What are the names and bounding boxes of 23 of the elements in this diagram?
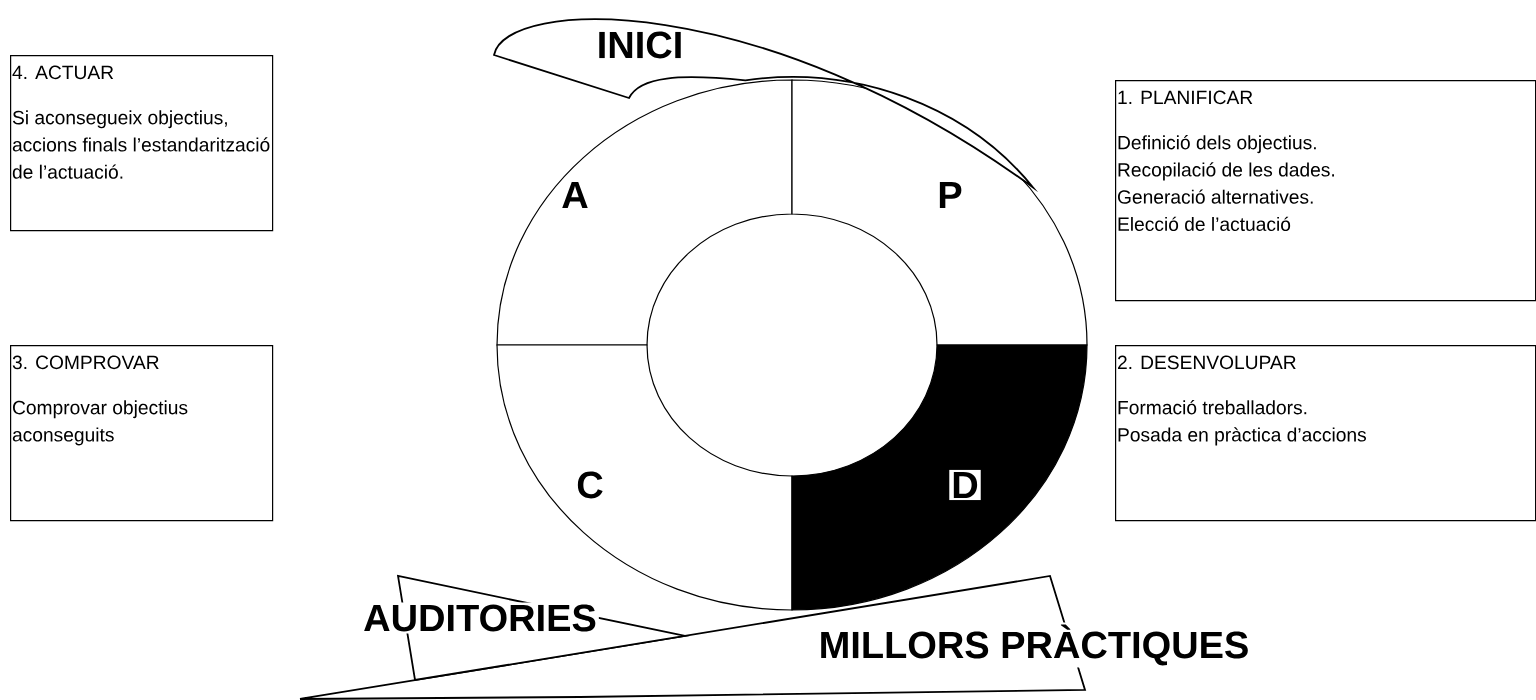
body-text: Si aconsegueix objectius, accions finals l’estandarització de l’actuació. <box>12 110 270 179</box>
text-box <box>1115 80 1536 302</box>
segment-letter: C <box>577 471 603 499</box>
wedge-label: AUDITORIES <box>364 604 596 632</box>
segment-letter: A <box>562 181 588 209</box>
text-box <box>10 344 274 522</box>
box-heading: 4. ACTUAR <box>12 65 114 80</box>
body-text: Recopilació de les dades. <box>1118 162 1334 181</box>
segment-letter: D <box>953 471 978 499</box>
body-text: Definició dels objectius. <box>1118 135 1316 154</box>
box-heading: 2. DESENVOLUPAR <box>1118 355 1296 370</box>
segment-letter: P <box>939 181 962 209</box>
box-heading: 1. PLANIFICAR <box>1118 90 1253 105</box>
body-text: Generació alternatives. <box>1118 189 1313 204</box>
body-text: Comprovar objectius aconseguits <box>12 400 188 446</box>
text-box <box>1115 344 1536 522</box>
wedge-label: MILLORS PRÀCTIQUES <box>821 624 1248 666</box>
body-text: Elecció de l’actuació <box>1118 216 1291 231</box>
text-box <box>10 55 274 232</box>
body-text: Formació treballadors. <box>1118 400 1307 415</box>
body-text: Posada en pràctica d’accions <box>1118 427 1366 446</box>
box-heading: 3. COMPROVAR <box>12 355 159 370</box>
ring-segment <box>791 344 1088 611</box>
